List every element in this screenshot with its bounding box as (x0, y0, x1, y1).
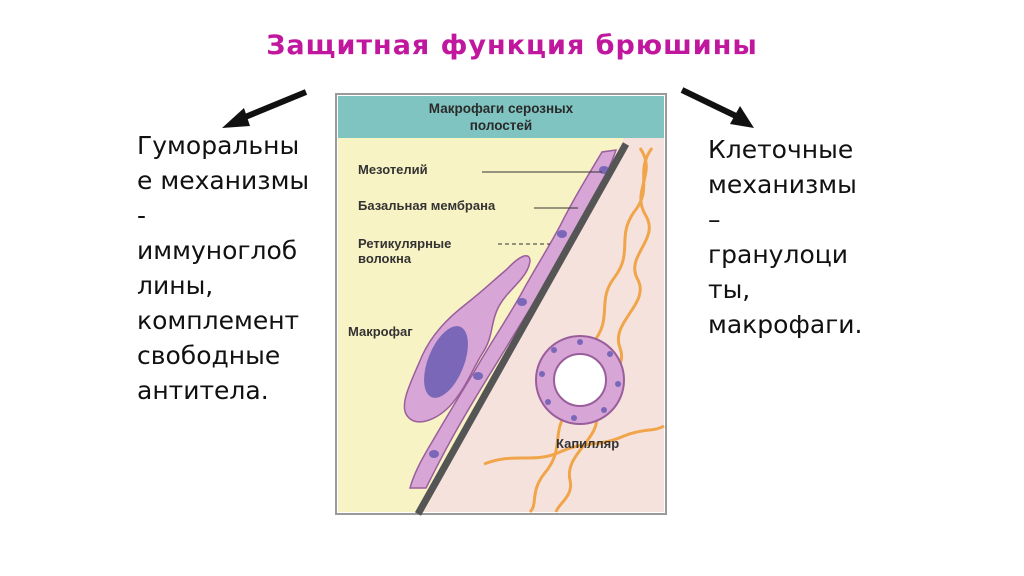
humoral-mechanisms-text: Гуморальны е механизмы - иммуноглоб лины… (137, 131, 310, 405)
label-capillary: Капилляр (556, 436, 620, 451)
label-reticular-fibers: Ретикулярные волокна (358, 236, 452, 266)
right-arrow (680, 87, 754, 128)
label-mesothelium: Мезотелий (358, 162, 428, 177)
slide-title: Защитная функция брюшины (266, 30, 758, 61)
illustration-drawing (335, 93, 667, 516)
left-arrow (222, 89, 308, 128)
macrophage-illustration: Макрофаги серозных полостей Мезотелий Ба… (334, 92, 668, 516)
figure-header: Макрофаги серозных полостей (428, 101, 574, 133)
cellular-mechanisms-text: Клеточные механизмы – гранулоци ты, макр… (708, 135, 863, 339)
label-basal-membrane: Базальная мембрана (358, 198, 496, 213)
label-macrophage: Макрофаг (348, 324, 413, 339)
